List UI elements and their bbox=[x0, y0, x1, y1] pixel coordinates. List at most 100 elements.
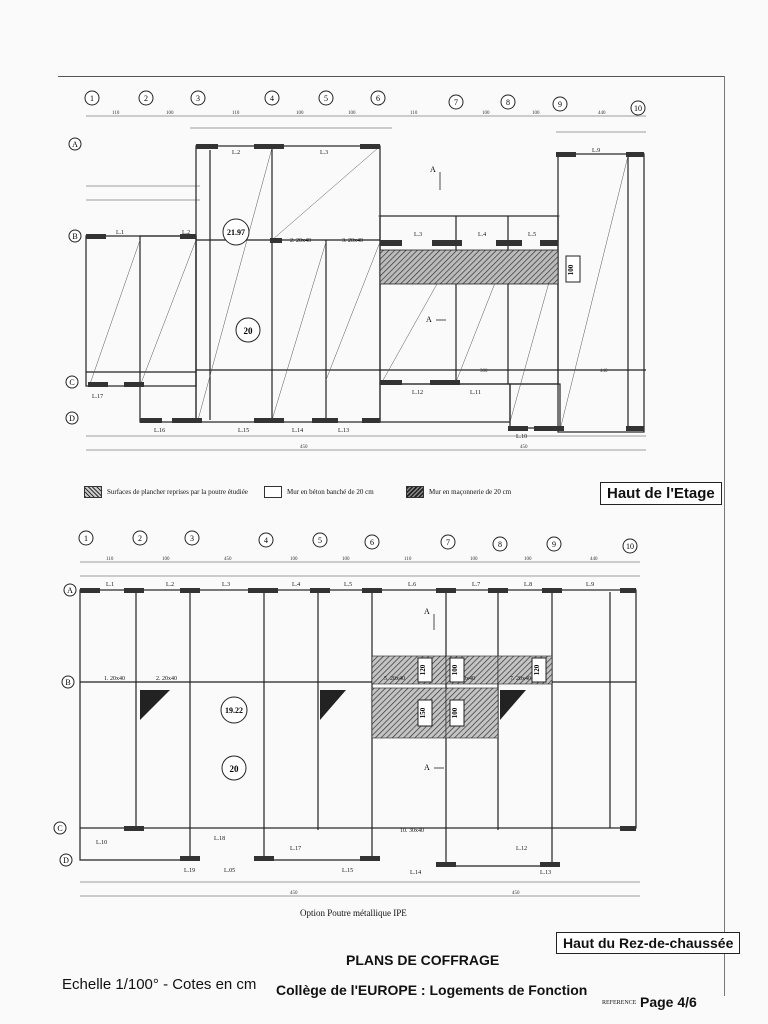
svg-text:19.22: 19.22 bbox=[225, 706, 243, 715]
hatched-mark-2: 100 bbox=[449, 657, 465, 683]
grid-bubble-A: A bbox=[63, 583, 77, 597]
bottom-plan-caption: Option Poutre métallique IPE bbox=[300, 908, 407, 918]
svg-text:7. 20x40: 7. 20x40 bbox=[510, 676, 531, 682]
svg-text:L.12: L.12 bbox=[412, 390, 423, 396]
svg-text:4: 4 bbox=[270, 94, 274, 103]
sheet-right-border bbox=[724, 76, 725, 996]
svg-text:9: 9 bbox=[552, 540, 556, 549]
top-grid-columns: 1 2 3 4 5 6 7 8 9 10 bbox=[84, 90, 646, 116]
svg-text:A: A bbox=[426, 315, 432, 324]
legend-hatched: Surfaces de plancher reprises par la pou… bbox=[84, 486, 248, 498]
svg-text:L.2: L.2 bbox=[182, 230, 190, 236]
svg-text:L.5: L.5 bbox=[344, 582, 352, 588]
svg-text:100: 100 bbox=[451, 664, 459, 675]
svg-text:5: 5 bbox=[318, 536, 322, 545]
svg-text:L.13: L.13 bbox=[540, 870, 551, 876]
top-walls bbox=[85, 145, 646, 433]
svg-text:1. 20x40: 1. 20x40 bbox=[104, 676, 125, 682]
svg-text:L.14: L.14 bbox=[292, 428, 303, 434]
svg-text:2. 20x40: 2. 20x40 bbox=[156, 676, 177, 682]
svg-text:A: A bbox=[424, 607, 430, 616]
legend-masonry-label: Mur en maçonnerie de 20 cm bbox=[429, 488, 512, 496]
svg-text:L.15: L.15 bbox=[342, 868, 353, 874]
legend-concrete: Mur en béton banché de 20 cm bbox=[264, 486, 374, 498]
svg-text:L.6: L.6 bbox=[408, 582, 416, 588]
svg-text:A: A bbox=[430, 165, 436, 174]
svg-text:110: 110 bbox=[106, 557, 114, 562]
scale-note: Echelle 1/100° - Cotes en cm bbox=[62, 976, 257, 993]
svg-text:L.10: L.10 bbox=[516, 434, 527, 440]
svg-text:100: 100 bbox=[524, 557, 532, 562]
grid-bubble-4: 4 bbox=[258, 532, 274, 548]
svg-text:450: 450 bbox=[512, 891, 520, 896]
bottom-plan: 1 2 3 4 5 6 7 8 9 10 A B C D bbox=[53, 530, 640, 897]
svg-text:120: 120 bbox=[419, 664, 427, 675]
svg-text:C: C bbox=[57, 824, 62, 833]
svg-text:100: 100 bbox=[348, 111, 356, 116]
svg-text:L.17: L.17 bbox=[290, 846, 301, 852]
svg-text:L.4: L.4 bbox=[478, 232, 486, 238]
svg-text:100: 100 bbox=[451, 707, 459, 718]
svg-text:100: 100 bbox=[482, 111, 490, 116]
top-grid-rows: A B C D bbox=[65, 137, 82, 425]
grid-bubble-2: 2 bbox=[138, 90, 154, 106]
svg-text:L.12: L.12 bbox=[516, 846, 527, 852]
grid-bubble-9: 9 bbox=[546, 536, 562, 552]
svg-text:120: 120 bbox=[533, 664, 541, 675]
svg-text:L.15: L.15 bbox=[238, 428, 249, 434]
top-section-marks: A A bbox=[426, 165, 446, 324]
grid-bubble-2: 2 bbox=[132, 530, 148, 546]
svg-text:20: 20 bbox=[230, 764, 240, 774]
bottom-section-marks: A A bbox=[424, 607, 444, 772]
bottom-panel-marks: 19.22 20 bbox=[220, 696, 248, 781]
svg-text:A: A bbox=[72, 140, 78, 149]
svg-text:L.4: L.4 bbox=[292, 582, 300, 588]
top-hatched-strip bbox=[379, 249, 559, 285]
grid-bubble-D: D bbox=[59, 853, 73, 867]
svg-text:450: 450 bbox=[290, 891, 298, 896]
svg-text:L.2: L.2 bbox=[232, 150, 240, 156]
grid-bubble-4: 4 bbox=[264, 90, 280, 106]
svg-text:7: 7 bbox=[446, 538, 450, 547]
svg-text:4: 4 bbox=[264, 536, 268, 545]
svg-text:C: C bbox=[69, 378, 74, 387]
svg-text:440: 440 bbox=[590, 557, 598, 562]
svg-text:450: 450 bbox=[224, 557, 232, 562]
svg-text:100: 100 bbox=[532, 111, 540, 116]
svg-text:1: 1 bbox=[84, 534, 88, 543]
reference-label: REFERENCE bbox=[602, 1000, 637, 1006]
svg-text:7: 7 bbox=[454, 98, 458, 107]
legend: Surfaces de plancher reprises par la pou… bbox=[84, 486, 604, 506]
svg-text:1: 1 bbox=[90, 94, 94, 103]
svg-text:110: 110 bbox=[232, 111, 240, 116]
svg-text:5. 20x40: 5. 20x40 bbox=[384, 676, 405, 682]
top-wall-mark: 100 bbox=[565, 255, 581, 283]
grid-bubble-7: 7 bbox=[448, 94, 464, 110]
bottom-walls bbox=[79, 589, 637, 867]
hatched-mark-3: 120 bbox=[531, 657, 547, 683]
grid-bubble-6: 6 bbox=[364, 534, 380, 550]
svg-text:440: 440 bbox=[600, 369, 608, 374]
svg-text:8: 8 bbox=[498, 540, 502, 549]
bottom-triangles bbox=[140, 690, 526, 720]
svg-text:L.10: L.10 bbox=[96, 840, 107, 846]
svg-text:L.17: L.17 bbox=[92, 394, 103, 400]
grid-bubble-5: 5 bbox=[312, 532, 328, 548]
svg-text:9: 9 bbox=[558, 100, 562, 109]
svg-text:L.16: L.16 bbox=[154, 428, 165, 434]
grid-bubble-B: B bbox=[61, 675, 75, 689]
grid-bubble-10: 10 bbox=[630, 100, 646, 116]
svg-text:L.7: L.7 bbox=[472, 582, 480, 588]
masonry-swatch bbox=[406, 486, 424, 498]
page-number: Page 4/6 bbox=[640, 994, 697, 1010]
svg-text:2: 2 bbox=[144, 94, 148, 103]
svg-text:450: 450 bbox=[300, 445, 308, 450]
hatched-mark-4: 150 bbox=[417, 699, 433, 727]
concrete-swatch bbox=[264, 486, 282, 498]
svg-text:6: 6 bbox=[370, 538, 374, 547]
svg-text:10. 30x40: 10. 30x40 bbox=[400, 828, 424, 834]
svg-text:20: 20 bbox=[244, 326, 254, 336]
svg-text:L.3: L.3 bbox=[320, 150, 328, 156]
svg-text:L.3: L.3 bbox=[222, 582, 230, 588]
